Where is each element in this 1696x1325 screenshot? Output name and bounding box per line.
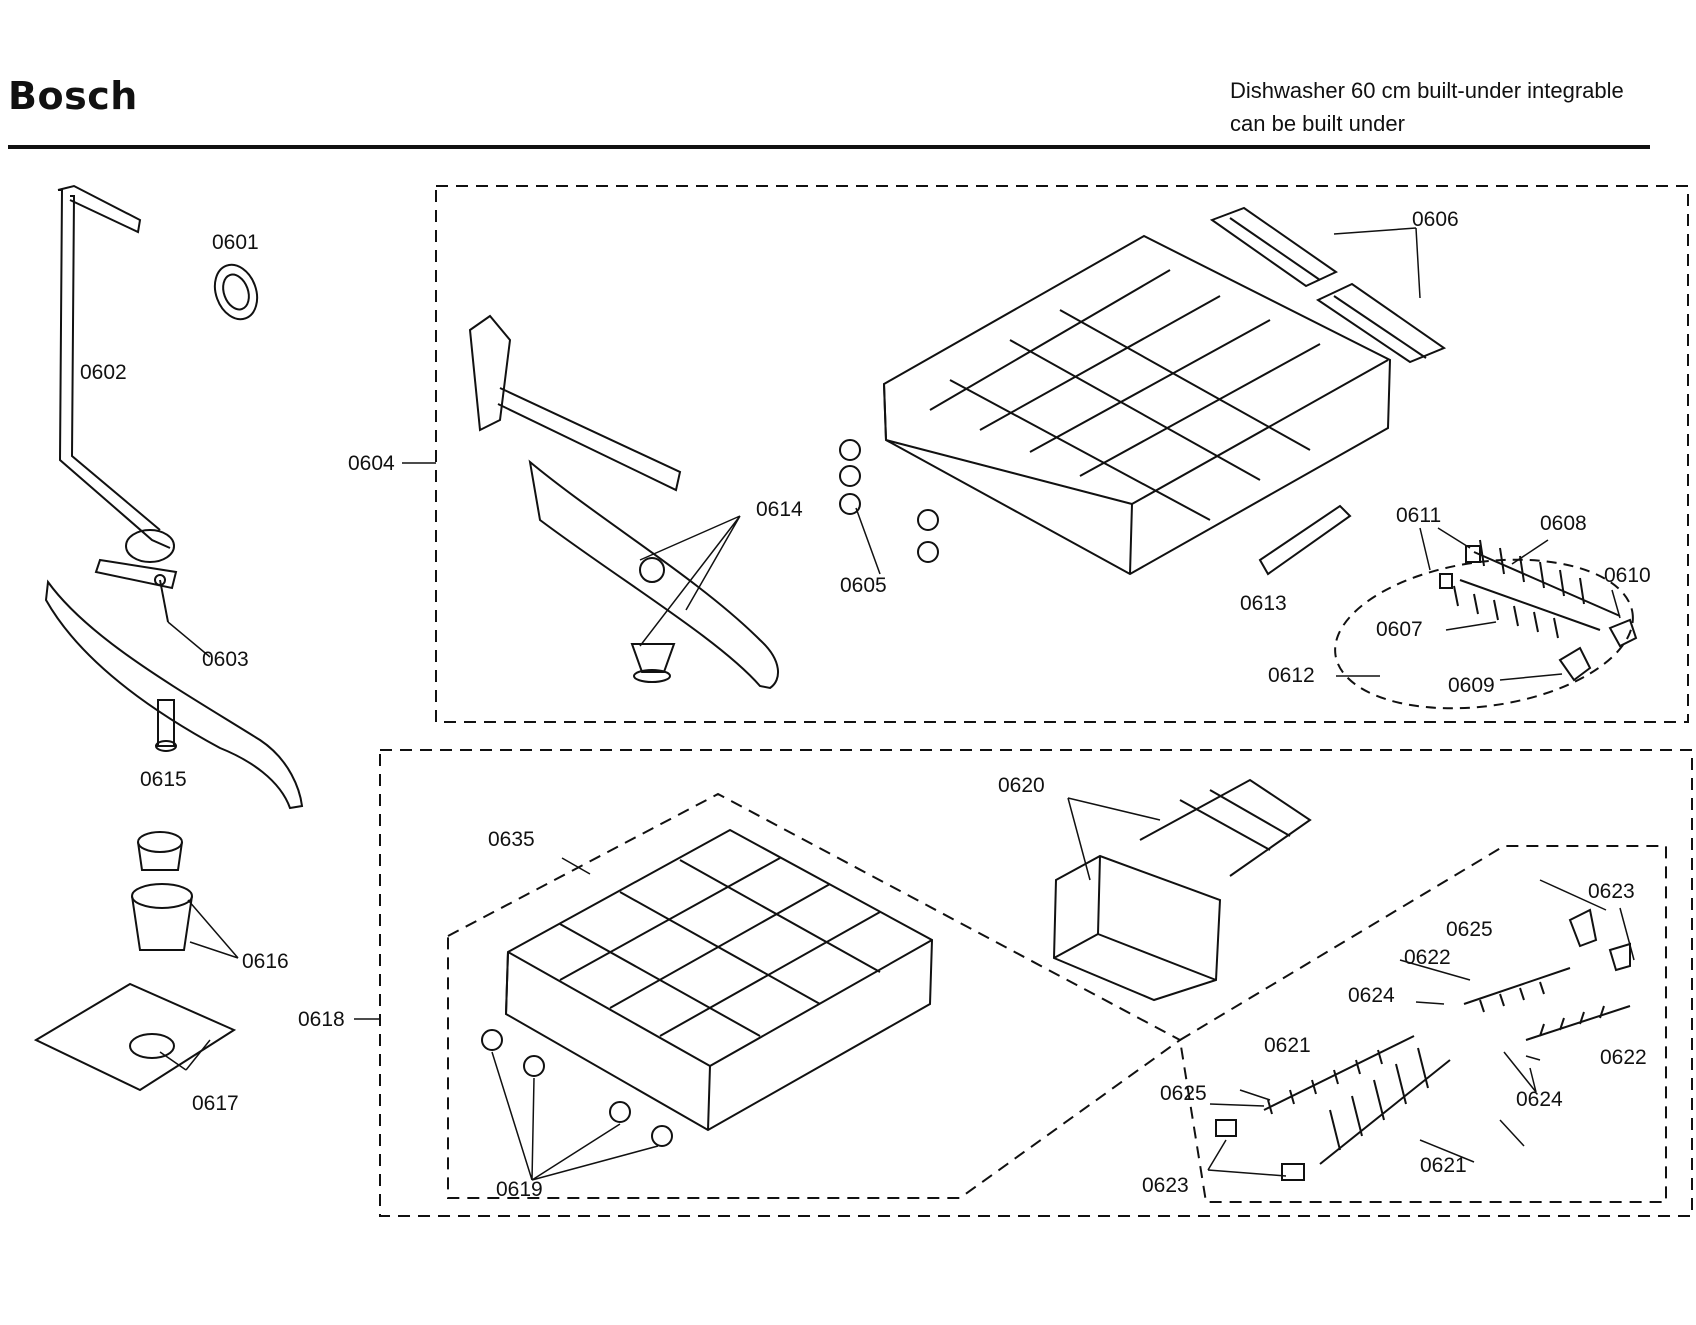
callout-0612: 0612 — [1268, 664, 1315, 687]
callout-0635: 0635 — [488, 828, 535, 851]
callout-0613: 0613 — [1240, 592, 1287, 615]
callout-0606: 0606 — [1412, 208, 1459, 231]
callout-0614: 0614 — [756, 498, 803, 521]
part-0617-plate — [33, 982, 237, 1092]
part-0604-upper-spray-arm — [468, 314, 780, 690]
callout-0618: 0618 — [298, 1008, 345, 1031]
part-0605-wheels — [839, 439, 939, 563]
callout-0625-bottom: 0625 — [1160, 1082, 1207, 1105]
lower-rack — [504, 828, 934, 1132]
callout-0624-top: 0624 — [1348, 984, 1395, 1007]
part-0621-0622-tines — [1263, 967, 1631, 1165]
diagram-title: Dishwasher 60 cm built-under integrable … — [1230, 74, 1624, 140]
callout-0610: 0610 — [1604, 564, 1651, 587]
callout-0621-bottom: 0621 — [1420, 1154, 1467, 1177]
callout-0604: 0604 — [348, 452, 395, 475]
upper-group-boundary — [435, 185, 1689, 723]
callout-0609: 0609 — [1448, 674, 1495, 697]
part-0613-handle — [1258, 504, 1352, 576]
callout-0602: 0602 — [80, 361, 127, 384]
callout-0611: 0611 — [1396, 504, 1441, 527]
callout-0624-bottom: 0624 — [1516, 1088, 1563, 1111]
upper-rack — [882, 234, 1392, 576]
diagram-title-line1: Dishwasher 60 cm built-under integrable — [1230, 78, 1624, 103]
part-0619-wheels — [481, 1029, 673, 1147]
callout-0601: 0601 — [212, 231, 259, 254]
callout-0623-top: 0623 — [1588, 880, 1635, 903]
callout-0622-bottom: 0622 — [1600, 1046, 1647, 1069]
leader-lines — [159, 227, 1635, 1181]
part-0602-pipe — [57, 184, 178, 590]
lower-rack-group-outline — [447, 792, 1182, 1199]
part-0620-cutlery-basket — [1052, 778, 1312, 1002]
callout-0622-top: 0622 — [1404, 946, 1451, 969]
callout-0603: 0603 — [202, 648, 249, 671]
part-0603-screw — [154, 574, 169, 623]
header-divider — [8, 145, 1650, 149]
brand-logo-text: Bosch — [8, 74, 138, 118]
callout-0616: 0616 — [242, 950, 289, 973]
callout-0608: 0608 — [1540, 512, 1587, 535]
callout-0620: 0620 — [998, 774, 1045, 797]
callout-0605: 0605 — [840, 574, 887, 597]
callout-0607: 0607 — [1376, 618, 1423, 641]
callout-0621-top: 0621 — [1264, 1034, 1311, 1057]
callout-0615: 0615 — [140, 768, 187, 791]
part-0609-0610-clips — [1558, 618, 1638, 682]
diagram-title-line2: can be built under — [1230, 111, 1405, 136]
callout-0619: 0619 — [496, 1178, 543, 1201]
callout-0617: 0617 — [192, 1092, 239, 1115]
accessory-group-outline — [1178, 845, 1667, 1203]
part-0615-lower-spray-arm — [44, 579, 304, 810]
lower-group-boundary — [379, 749, 1693, 1217]
callout-0625-top: 0625 — [1446, 918, 1493, 941]
part-0623-holders — [1215, 908, 1631, 1181]
group-0612-outline — [1334, 558, 1634, 710]
callout-0623-bottom: 0623 — [1142, 1174, 1189, 1197]
part-0607-0608-tines — [1439, 539, 1621, 639]
part-0616-filter — [131, 831, 193, 951]
part-0601-cap — [213, 263, 259, 321]
part-0606-tine-racks — [1209, 206, 1447, 364]
